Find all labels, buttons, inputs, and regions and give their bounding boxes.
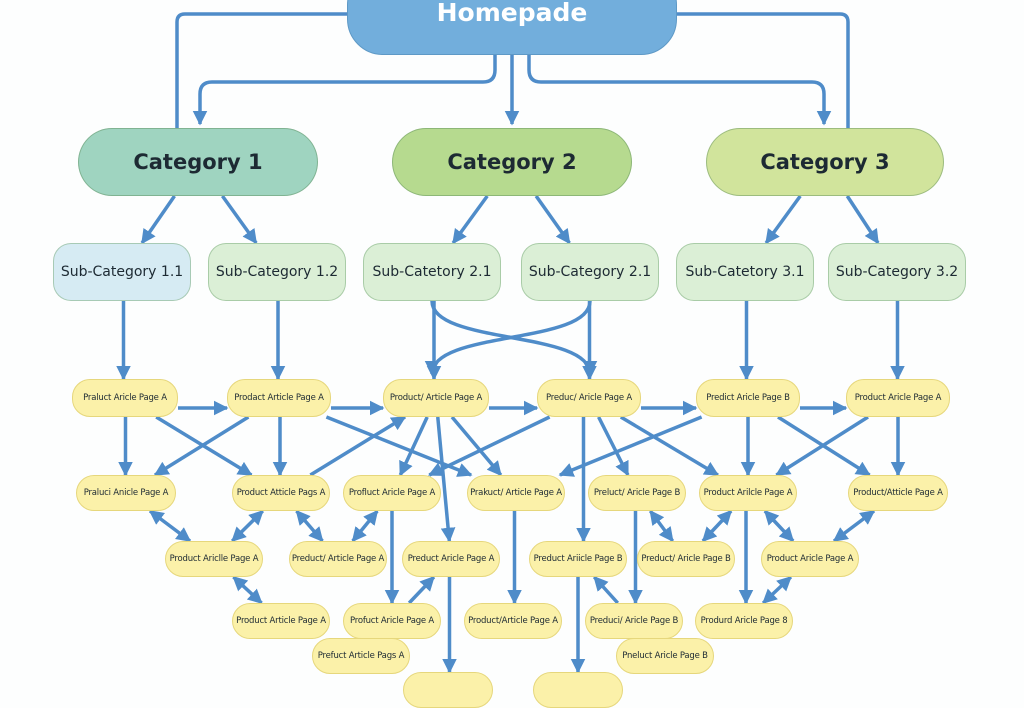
page-node: Product Ariclle Page A <box>165 541 263 577</box>
page-node: Predict Aricle Page B <box>696 379 800 417</box>
category-node: Category 3 <box>706 128 944 196</box>
page-node: Praluci Anicle Page A <box>76 475 176 511</box>
edge-arrow <box>845 195 880 245</box>
page-node: Product Atticle Pags A <box>232 475 330 511</box>
edge-arrow <box>558 415 703 477</box>
bidirectional-arrow <box>701 509 733 543</box>
homepage-arrow-category-1 <box>192 55 497 126</box>
page-node: Product Aricle Page A <box>761 541 859 577</box>
page-node: Product/ Article Page A <box>383 379 489 417</box>
page-node: Profluct Aricle Page A <box>343 475 441 511</box>
bidirectional-arrow <box>761 575 793 605</box>
homepage-link-category-1 <box>175 12 347 128</box>
subcategory-node: Sub-Category 1.1 <box>53 243 191 301</box>
bidirectional-arrow <box>832 509 876 543</box>
edge-arrow <box>775 415 869 477</box>
page-node <box>533 672 623 708</box>
edge-arrow <box>534 194 571 245</box>
edge-arrow <box>220 194 258 245</box>
page-node: Product/Atticle Page A <box>848 475 948 511</box>
edge-arrow <box>450 415 503 477</box>
edge-arrow <box>451 194 489 245</box>
page-node: Preduct Aricle Page A <box>402 541 500 577</box>
edge-arrow <box>592 575 620 605</box>
subcategory-node: Sub-Category 3.2 <box>828 243 966 301</box>
edge-arrow <box>309 415 407 477</box>
bidirectional-arrow <box>295 509 324 543</box>
page-node: Product Aricle Page A <box>846 379 950 417</box>
subcategory-node: Sub-Catetory 3.1 <box>676 243 814 301</box>
category-node: Category 2 <box>392 128 632 196</box>
page-node: Preluct/ Aricle Page B <box>588 475 686 511</box>
bidirectional-arrow <box>648 509 675 543</box>
edge-arrow <box>140 195 176 245</box>
page-node: Preduct Ariicle Page B <box>529 541 627 577</box>
page-node: Pneluct Aricle Page B <box>616 638 714 674</box>
subcategory-cross-arrow <box>424 300 592 376</box>
subcategory-node: Sub-Category 2.1 <box>521 243 659 301</box>
page-node: Profuct Aricle Page A <box>343 603 441 639</box>
edge-arrow <box>407 575 436 605</box>
edge-arrow <box>436 416 456 543</box>
subcategory-node: Sub-Catetory 2.1 <box>363 243 501 301</box>
bidirectional-arrow <box>231 509 264 543</box>
bidirectional-arrow <box>763 509 795 543</box>
edge-arrow <box>619 415 720 477</box>
edge-arrow <box>764 194 802 245</box>
page-node: Preduct/ Article Page A <box>289 541 387 577</box>
bidirectional-arrow <box>351 509 379 543</box>
page-node: Product Article Page A <box>232 603 330 639</box>
page-node: Preduc/ Aricle Page A <box>537 379 641 417</box>
homepage-node: Homepade <box>347 0 677 55</box>
page-node: Praluct Aricle Page A <box>72 379 178 417</box>
subcategory-node: Sub-Category 1.2 <box>208 243 346 301</box>
page-node: Prakuct/ Article Page A <box>467 475 565 511</box>
edge-arrow <box>398 416 429 477</box>
edge-arrow <box>597 416 630 477</box>
edge-arrow <box>153 415 250 477</box>
page-node: Product/Article Page A <box>464 603 562 639</box>
edge-arrow <box>428 415 551 477</box>
page-node: Preduci/ Aricle Page B <box>585 603 683 639</box>
page-node <box>403 672 493 708</box>
bidirectional-arrow <box>232 575 263 605</box>
connector-layer <box>116 12 906 674</box>
homepage-arrow-category-3 <box>527 55 832 126</box>
bidirectional-arrow <box>148 509 192 543</box>
homepage-link-category-3 <box>677 12 850 128</box>
category-node: Category 1 <box>78 128 318 196</box>
page-node: Product Arilcle Page A <box>699 475 797 511</box>
page-node: Produrd Aricle Page 8 <box>695 603 793 639</box>
page-node: Prodact Article Page A <box>227 379 331 417</box>
page-node: Preduct/ Aricle Page B <box>637 541 735 577</box>
page-node: Prefuct Article Pags A <box>312 638 410 674</box>
